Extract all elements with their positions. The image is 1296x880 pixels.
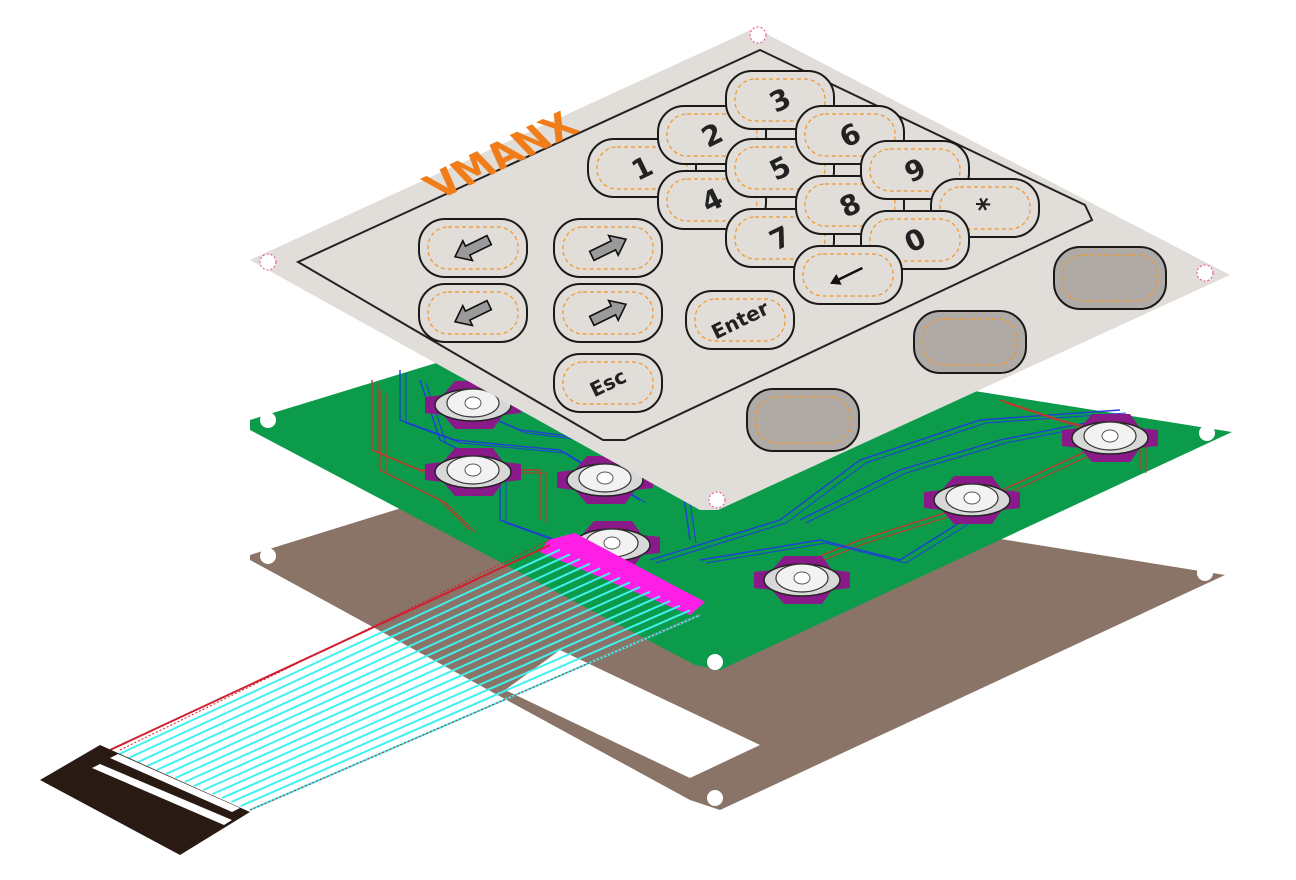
connector-slot [110,754,240,812]
tail-conductor [165,572,611,775]
tail-conductor [212,595,661,795]
tail-conductor [174,576,621,779]
pcb-hole [707,654,723,670]
blank-key[interactable] [746,388,860,452]
overlay-window-frame [295,48,1094,441]
tail-conductor [128,553,571,759]
tail-conductor [146,562,591,767]
metal-dome [924,476,1020,524]
key-enter[interactable]: Enter [685,290,795,350]
arrow-up-left-icon [453,234,493,262]
pcb-hole [1199,425,1215,441]
tail-connector-end [40,745,250,855]
backspace-arrow-icon [830,266,863,285]
pcb-trace [699,509,981,561]
tail-conductor [137,558,581,763]
key-arrow-up-right[interactable] [553,218,663,278]
tail-conductor [118,548,561,755]
arrow-down-left-icon [453,299,493,327]
tail-conductors [109,539,701,811]
adhesive-hole [1197,565,1213,581]
flex-tail [40,539,701,855]
tail-connector-strip [540,533,705,615]
pcb-trace [805,422,1107,524]
key-esc[interactable]: Esc [553,353,663,413]
metal-domes [425,381,1158,604]
key-arrow-down-right[interactable] [553,283,663,343]
pcb-trace [649,409,1121,561]
overlay-panel [250,28,1230,510]
pcb-trace [799,419,1101,521]
metal-dome [425,448,521,496]
blank-key[interactable] [1053,246,1167,310]
tail-conductor [230,604,681,803]
arrow-down-right-icon [588,299,628,327]
key-backspace-arrow[interactable] [793,245,903,305]
adhesive-hole [260,548,276,564]
overlay-hole [1196,264,1214,282]
overlay-hole [259,253,277,271]
tail-conductor [202,590,651,791]
tail-conductor [184,581,631,783]
blank-key[interactable] [913,310,1027,374]
pcb-hole [260,412,276,428]
overlay-hole [708,491,726,509]
adhesive-window [505,650,760,778]
overlay-hole [749,26,767,44]
tail-conductor [193,586,641,787]
metal-dome [754,556,850,604]
metal-dome [557,456,653,504]
metal-dome [1062,414,1158,462]
tail-conductor [156,567,601,771]
pcb-trace [385,393,477,534]
tail-conductor [221,600,671,799]
tail-conductor [240,609,691,807]
tail-edge [249,614,701,811]
arrow-up-right-icon [588,234,628,262]
key-arrow-down-left[interactable] [418,283,528,343]
adhesive-hole [707,790,723,806]
key-arrow-up-left[interactable] [418,218,528,278]
pcb-trace [655,412,1127,564]
connector-slot [92,764,232,825]
pcb-trace [705,512,987,564]
